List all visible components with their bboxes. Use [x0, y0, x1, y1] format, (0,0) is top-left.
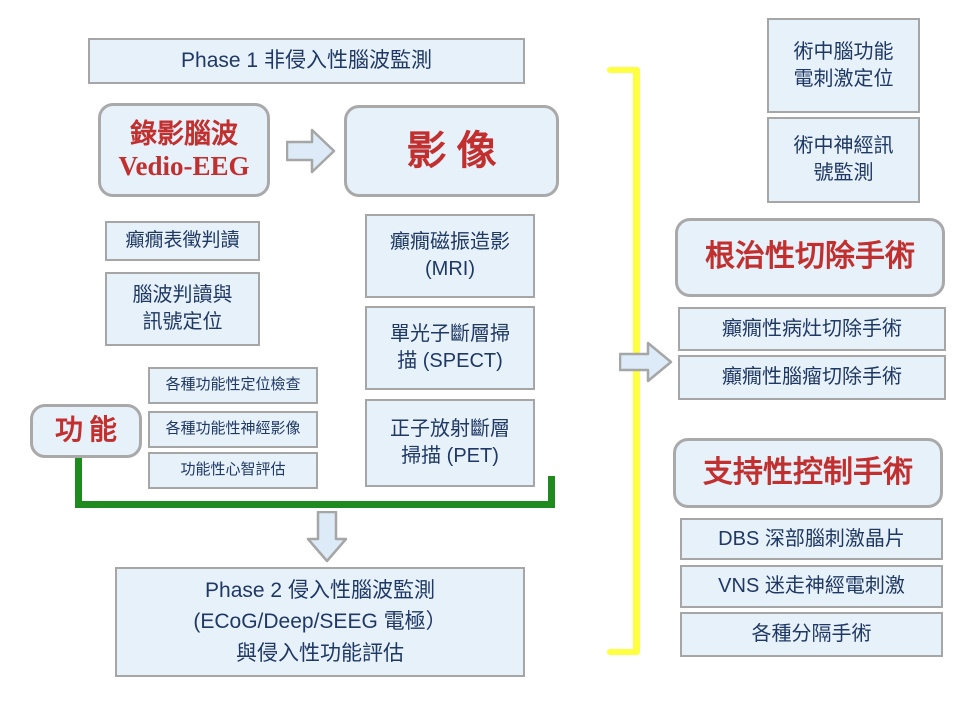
right-arrow-icon [286, 127, 336, 175]
mri-line2: (MRI) [425, 258, 475, 280]
eeg-reading-line2: 訊號定位 [142, 311, 223, 333]
video-eeg-box: 錄影腦波 Vedio-EEG [98, 103, 270, 197]
function-neuroimaging-box: 各種功能性神經影像 [148, 411, 318, 448]
function-localization-box: 各種功能性定位檢查 [148, 367, 318, 404]
imaging-box: 影像 [344, 105, 559, 197]
intraop-stimulation-box: 術中腦功能 電刺激定位 [767, 18, 920, 113]
tumor-resection-box: 癲癇性腦瘤切除手術 [678, 355, 946, 400]
eeg-reading-line1: 腦波判讀與 [132, 284, 233, 306]
phase2-line1: Phase 2 侵入性腦波監測 [205, 578, 435, 602]
intraop-monitoring-line1: 術中神經訊 [793, 135, 894, 157]
function-mental-box: 功能性心智評估 [148, 452, 318, 489]
lesion-resection-box: 癲癇性病灶切除手術 [678, 307, 946, 351]
video-eeg-line2: Vedio-EEG [118, 151, 250, 181]
tumor-resection-label: 癲癇性腦瘤切除手術 [722, 366, 902, 388]
phase1-title-box: Phase 1 非侵入性腦波監測 [88, 38, 525, 84]
imaging-label: 影像 [406, 128, 507, 173]
disconnection-surgery-box: 各種分隔手術 [680, 612, 943, 657]
pet-line1: 正子放射斷層 [390, 418, 510, 440]
intraop-stimulation-line2: 電刺激定位 [793, 67, 894, 90]
vns-label: VNS 迷走神經電刺激 [718, 575, 905, 597]
curative-surgery-box: 根治性切除手術 [675, 218, 945, 297]
down-arrow-icon [306, 511, 348, 563]
function-localization-label: 各種功能性定位檢查 [165, 376, 301, 394]
video-eeg-line1: 錄影腦波 [130, 118, 238, 149]
vns-box: VNS 迷走神經電刺激 [680, 565, 943, 608]
function-neuroimaging-label: 各種功能性神經影像 [165, 420, 301, 438]
phase2-line3: 與侵入性功能評估 [236, 641, 404, 665]
disconnection-surgery-label: 各種分隔手術 [751, 623, 872, 645]
pet-box: 正子放射斷層 掃描 (PET) [365, 399, 535, 487]
dbs-box: DBS 深部腦刺激晶片 [680, 518, 943, 560]
palliative-surgery-title: 支持性控制手術 [703, 455, 913, 489]
palliative-surgery-box: 支持性控制手術 [673, 438, 943, 508]
phase1-title: Phase 1 非侵入性腦波監測 [181, 48, 432, 72]
intraop-monitoring-box: 術中神經訊 號監測 [767, 117, 920, 203]
intraop-stimulation-line1: 術中腦功能 [793, 40, 894, 63]
function-mental-label: 功能性心智評估 [180, 461, 286, 479]
spect-line2: 描 (SPECT) [397, 350, 503, 372]
mri-box: 癲癇磁振造影 (MRI) [365, 214, 535, 298]
dbs-label: DBS 深部腦刺激晶片 [718, 527, 905, 550]
spect-line1: 單光子斷層掃 [390, 323, 510, 345]
mri-line1: 癲癇磁振造影 [390, 231, 510, 253]
phase2-box: Phase 2 侵入性腦波監測 (ECoG/Deep/SEEG 電極） 與侵入性… [115, 567, 525, 677]
pet-line2: 掃描 (PET) [401, 445, 499, 467]
eeg-reading-box: 腦波判讀與 訊號定位 [105, 272, 260, 346]
curative-surgery-title: 根治性切除手術 [705, 240, 915, 274]
spect-box: 單光子斷層掃 描 (SPECT) [365, 306, 535, 390]
phase2-line2: (ECoG/Deep/SEEG 電極） [193, 610, 447, 634]
lesion-resection-label: 癲癇性病灶切除手術 [722, 317, 902, 340]
function-box: 功能 [30, 404, 142, 458]
seizure-sign-box: 癲癇表徵判讀 [105, 221, 260, 261]
intraop-monitoring-line2: 號監測 [813, 162, 874, 184]
function-label: 功能 [54, 415, 123, 447]
seizure-sign-label: 癲癇表徵判讀 [125, 230, 240, 252]
right-arrow-to-surgery-icon [619, 341, 673, 383]
